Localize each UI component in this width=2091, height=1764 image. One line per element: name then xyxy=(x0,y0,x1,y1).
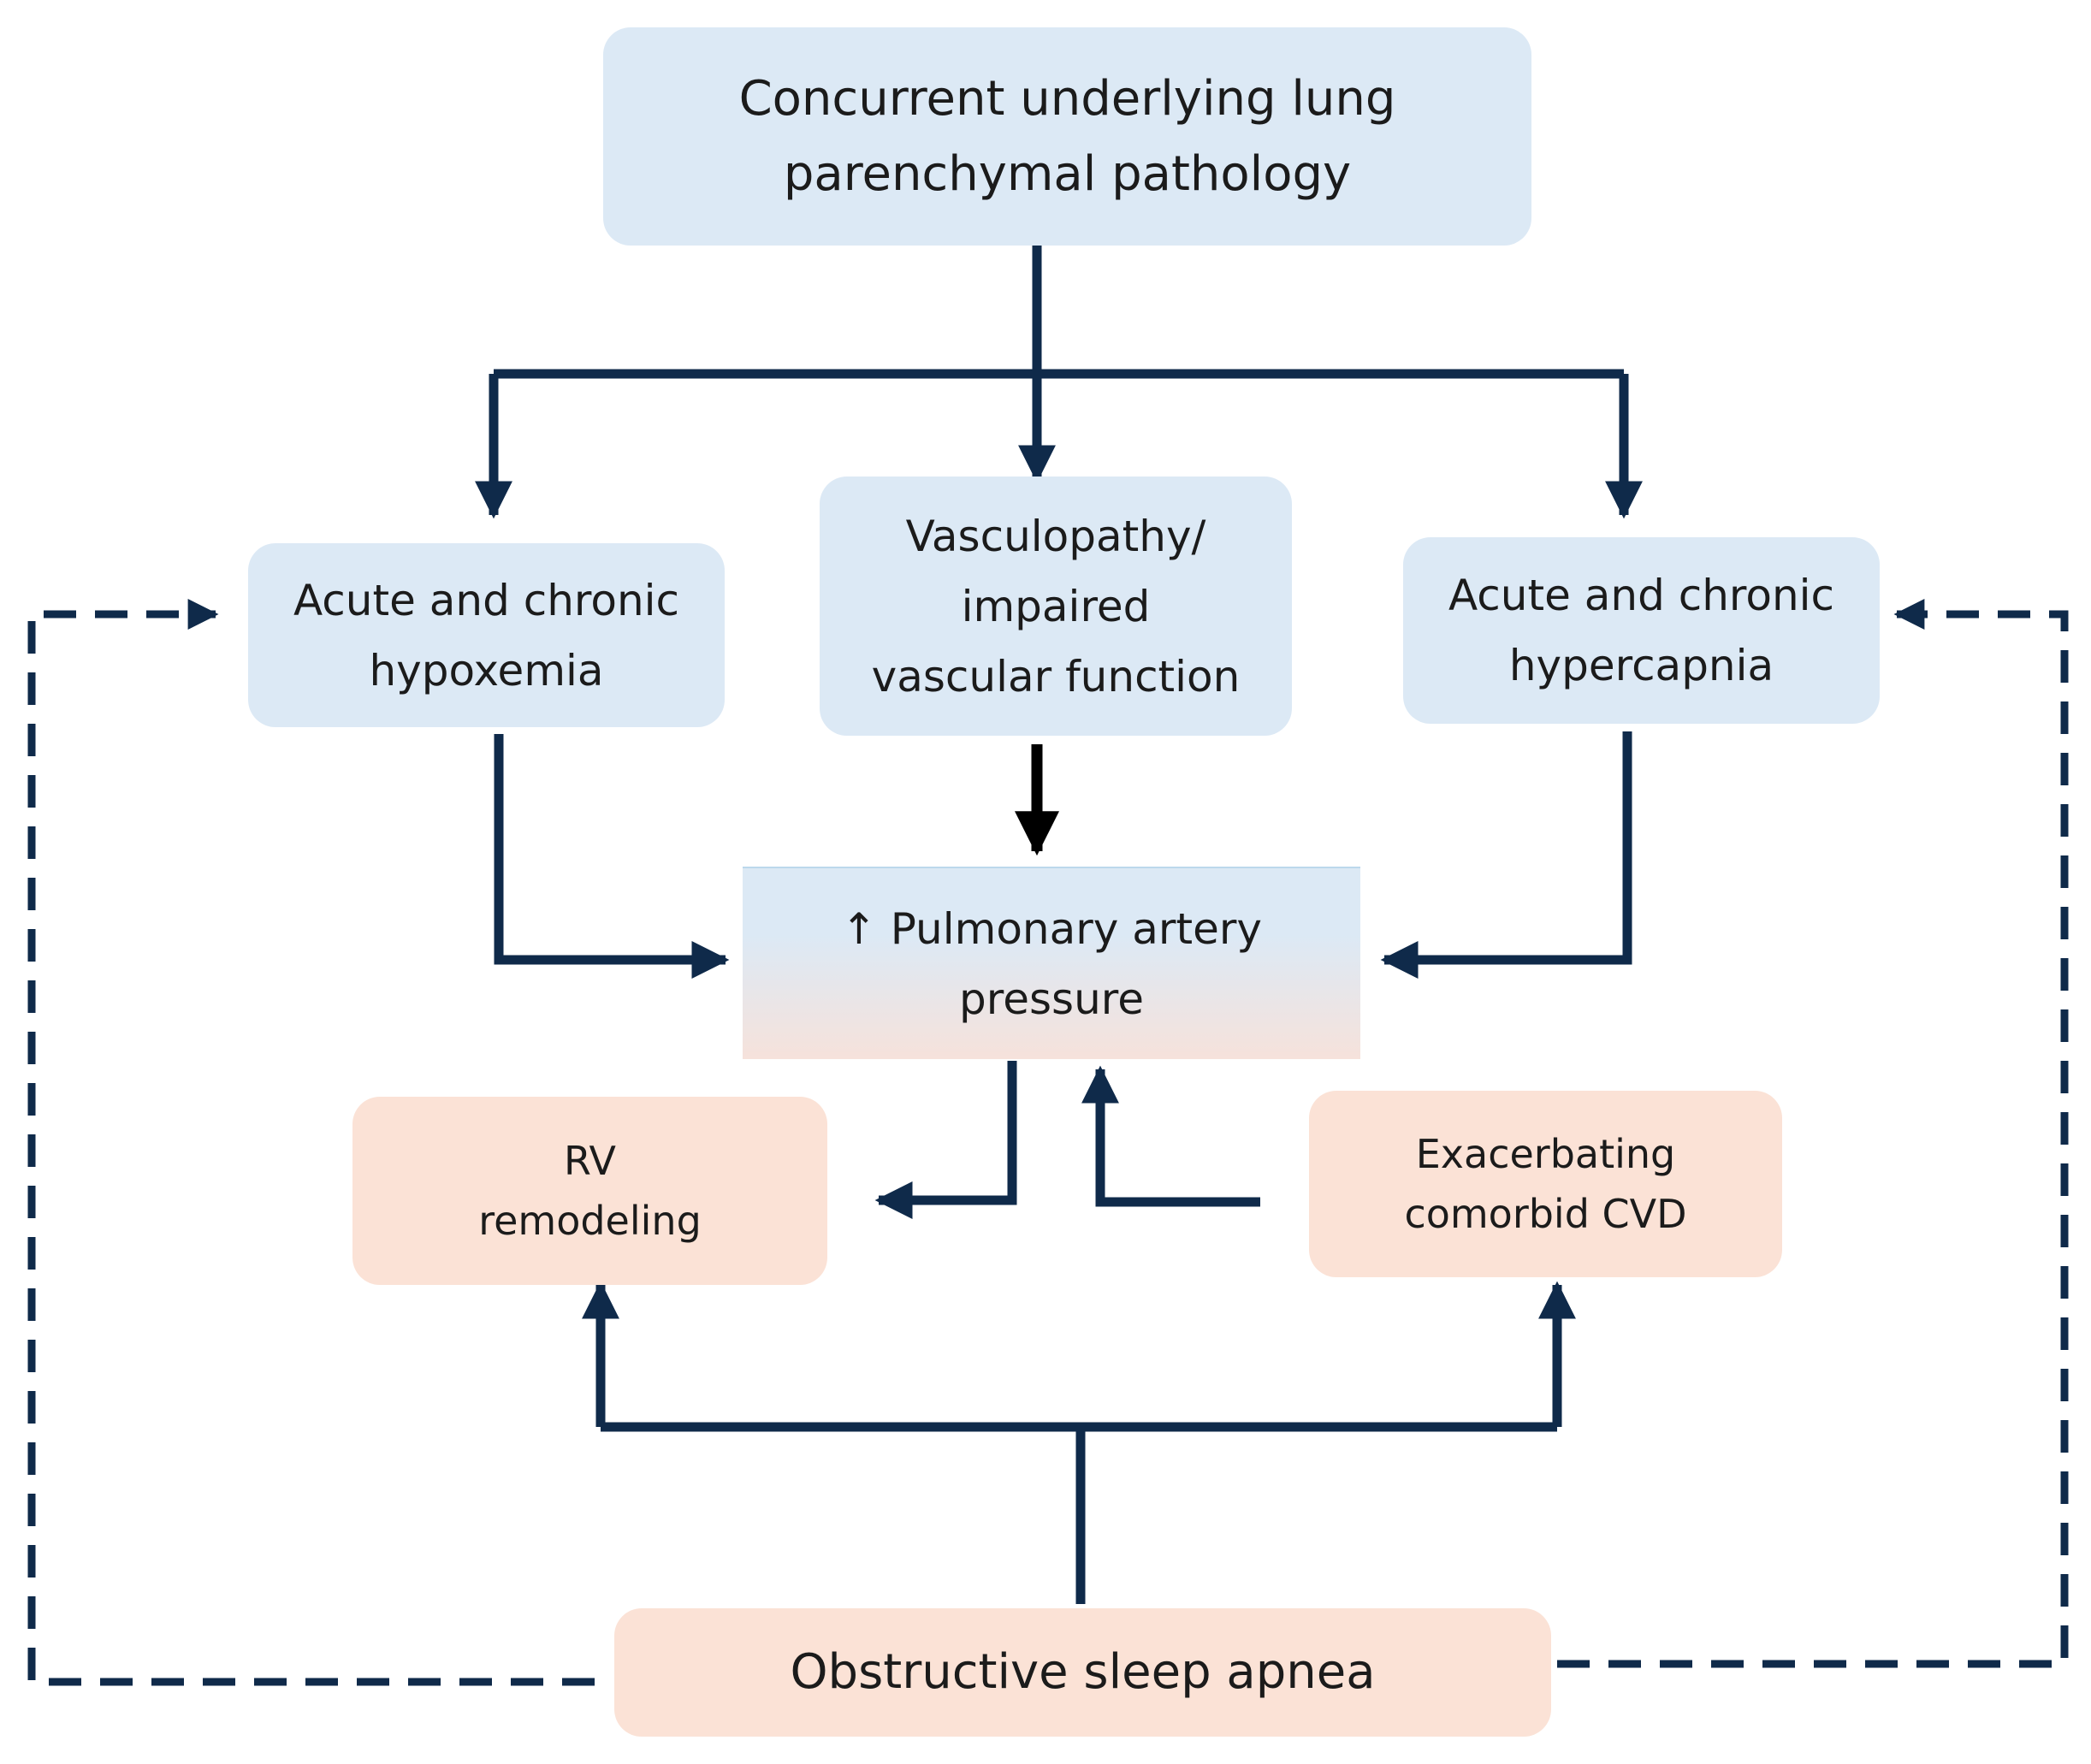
node-hypoxemia-line2: hypoxemia xyxy=(369,645,604,696)
node-cvd-line2: comorbid CVD xyxy=(1404,1191,1687,1237)
dashed-arrow-osa-to-hypercapnia xyxy=(1557,599,2069,1668)
node-osa-text: Obstructive sleep apnea xyxy=(790,1635,1375,1710)
arrow-hypoxemia-to-pap xyxy=(494,734,730,979)
node-hypoxemia-text: Acute and chronic hypoxemia xyxy=(293,565,679,706)
node-hypercapnia-line1: Acute and chronic xyxy=(1448,571,1835,620)
node-hypercapnia: Acute and chronic hypercapnia xyxy=(1403,537,1880,724)
node-vasculopathy: Vasculopathy/ impaired vascular function xyxy=(820,477,1292,736)
node-rv-remodeling: RV remodeling xyxy=(352,1097,827,1285)
node-hypoxemia-line1: Acute and chronic xyxy=(293,575,680,625)
node-rv-line1: RV xyxy=(564,1138,616,1184)
node-lung-pathology-line2: parenchymal pathology xyxy=(783,145,1352,202)
node-pap-text: ↑ Pulmonary artery pressure xyxy=(841,894,1262,1034)
dashed-arrow-osa-to-hypoxemia xyxy=(27,599,595,1686)
node-lung-pathology-text: Concurrent underlying lung parenchymal p… xyxy=(739,62,1396,212)
node-vasculopathy-line3: vascular function xyxy=(871,651,1241,701)
node-hypercapnia-line2: hypercapnia xyxy=(1508,641,1774,690)
node-vasculopathy-line1: Vasculopathy/ xyxy=(905,511,1206,561)
node-rv-line2: remodeling xyxy=(478,1198,702,1244)
node-osa-line1: Obstructive sleep apnea xyxy=(790,1644,1376,1700)
node-pap-line1: ↑ Pulmonary artery xyxy=(840,903,1263,954)
node-rv-text: RV remodeling xyxy=(478,1131,702,1251)
node-comorbid-cvd: Exacerbating comorbid CVD xyxy=(1309,1091,1782,1277)
arrow-cvd-to-pap xyxy=(1081,1065,1260,1207)
node-cvd-text: Exacerbating comorbid CVD xyxy=(1404,1124,1686,1244)
node-vasculopathy-text: Vasculopathy/ impaired vascular function xyxy=(872,501,1241,712)
node-hypoxemia: Acute and chronic hypoxemia xyxy=(248,543,725,727)
node-cvd-line1: Exacerbating xyxy=(1415,1131,1676,1177)
node-lung-pathology: Concurrent underlying lung parenchymal p… xyxy=(603,27,1531,246)
node-lung-pathology-line1: Concurrent underlying lung xyxy=(738,70,1396,127)
node-pulmonary-artery-pressure: ↑ Pulmonary artery pressure xyxy=(743,867,1360,1059)
node-obstructive-sleep-apnea: Obstructive sleep apnea xyxy=(614,1608,1551,1737)
arrow-hypercapnia-to-pap xyxy=(1380,731,1632,979)
node-hypercapnia-text: Acute and chronic hypercapnia xyxy=(1448,560,1834,701)
node-pap-line2: pressure xyxy=(959,974,1144,1024)
node-vasculopathy-line2: impaired xyxy=(961,581,1151,631)
arrow-pap-to-rv xyxy=(874,1061,1017,1219)
